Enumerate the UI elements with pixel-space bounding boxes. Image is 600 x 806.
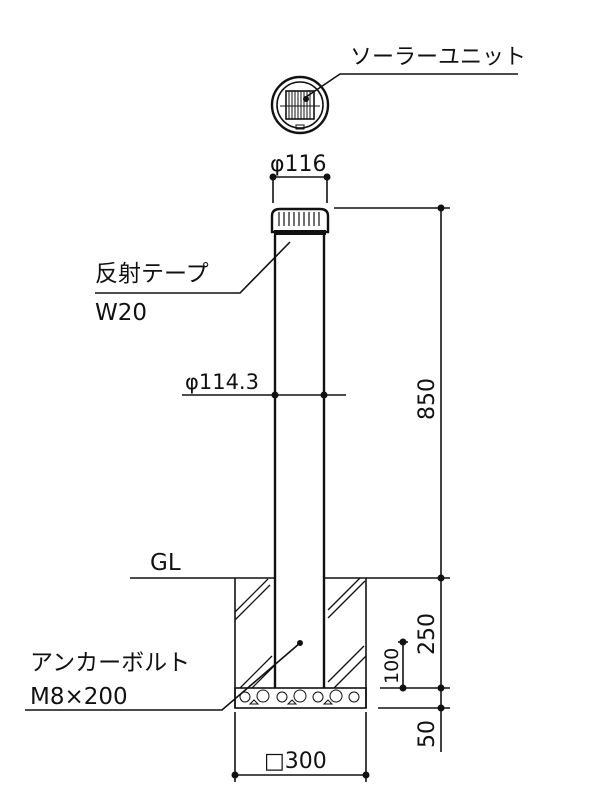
tape-width-label: W20 — [95, 300, 147, 326]
foundation-width-dimension — [231, 712, 370, 782]
pole-diameter-label: φ114.3 — [185, 370, 259, 394]
ground-level-label: GL — [150, 550, 181, 576]
anchor-bolt-label: アンカーボルト — [30, 650, 190, 676]
bollard-pole — [270, 207, 330, 688]
reflective-tape-label: 反射テープ — [95, 261, 209, 287]
solar-unit-label: ソーラーユニット — [350, 45, 526, 70]
reflective-tape-leader — [95, 241, 291, 294]
solar-unit-top-view — [270, 75, 330, 135]
depth-dimensions — [378, 638, 450, 709]
gravel-depth-value: 50 — [415, 720, 440, 748]
anchor-bolt-leader — [25, 642, 301, 711]
foundation — [234, 577, 367, 709]
embed-depth-value: 250 — [415, 613, 440, 655]
anchor-depth-value: 100 — [381, 648, 403, 684]
cap-diameter-label: φ116 — [270, 152, 327, 177]
height-dimension-value: 850 — [415, 378, 440, 420]
anchor-spec-label: M8×200 — [30, 684, 128, 710]
pole-diameter-dimension — [182, 391, 346, 399]
cap-diameter-dimension — [269, 173, 331, 203]
solar-unit-leader — [305, 73, 518, 98]
foundation-size-label: □300 — [264, 749, 327, 774]
